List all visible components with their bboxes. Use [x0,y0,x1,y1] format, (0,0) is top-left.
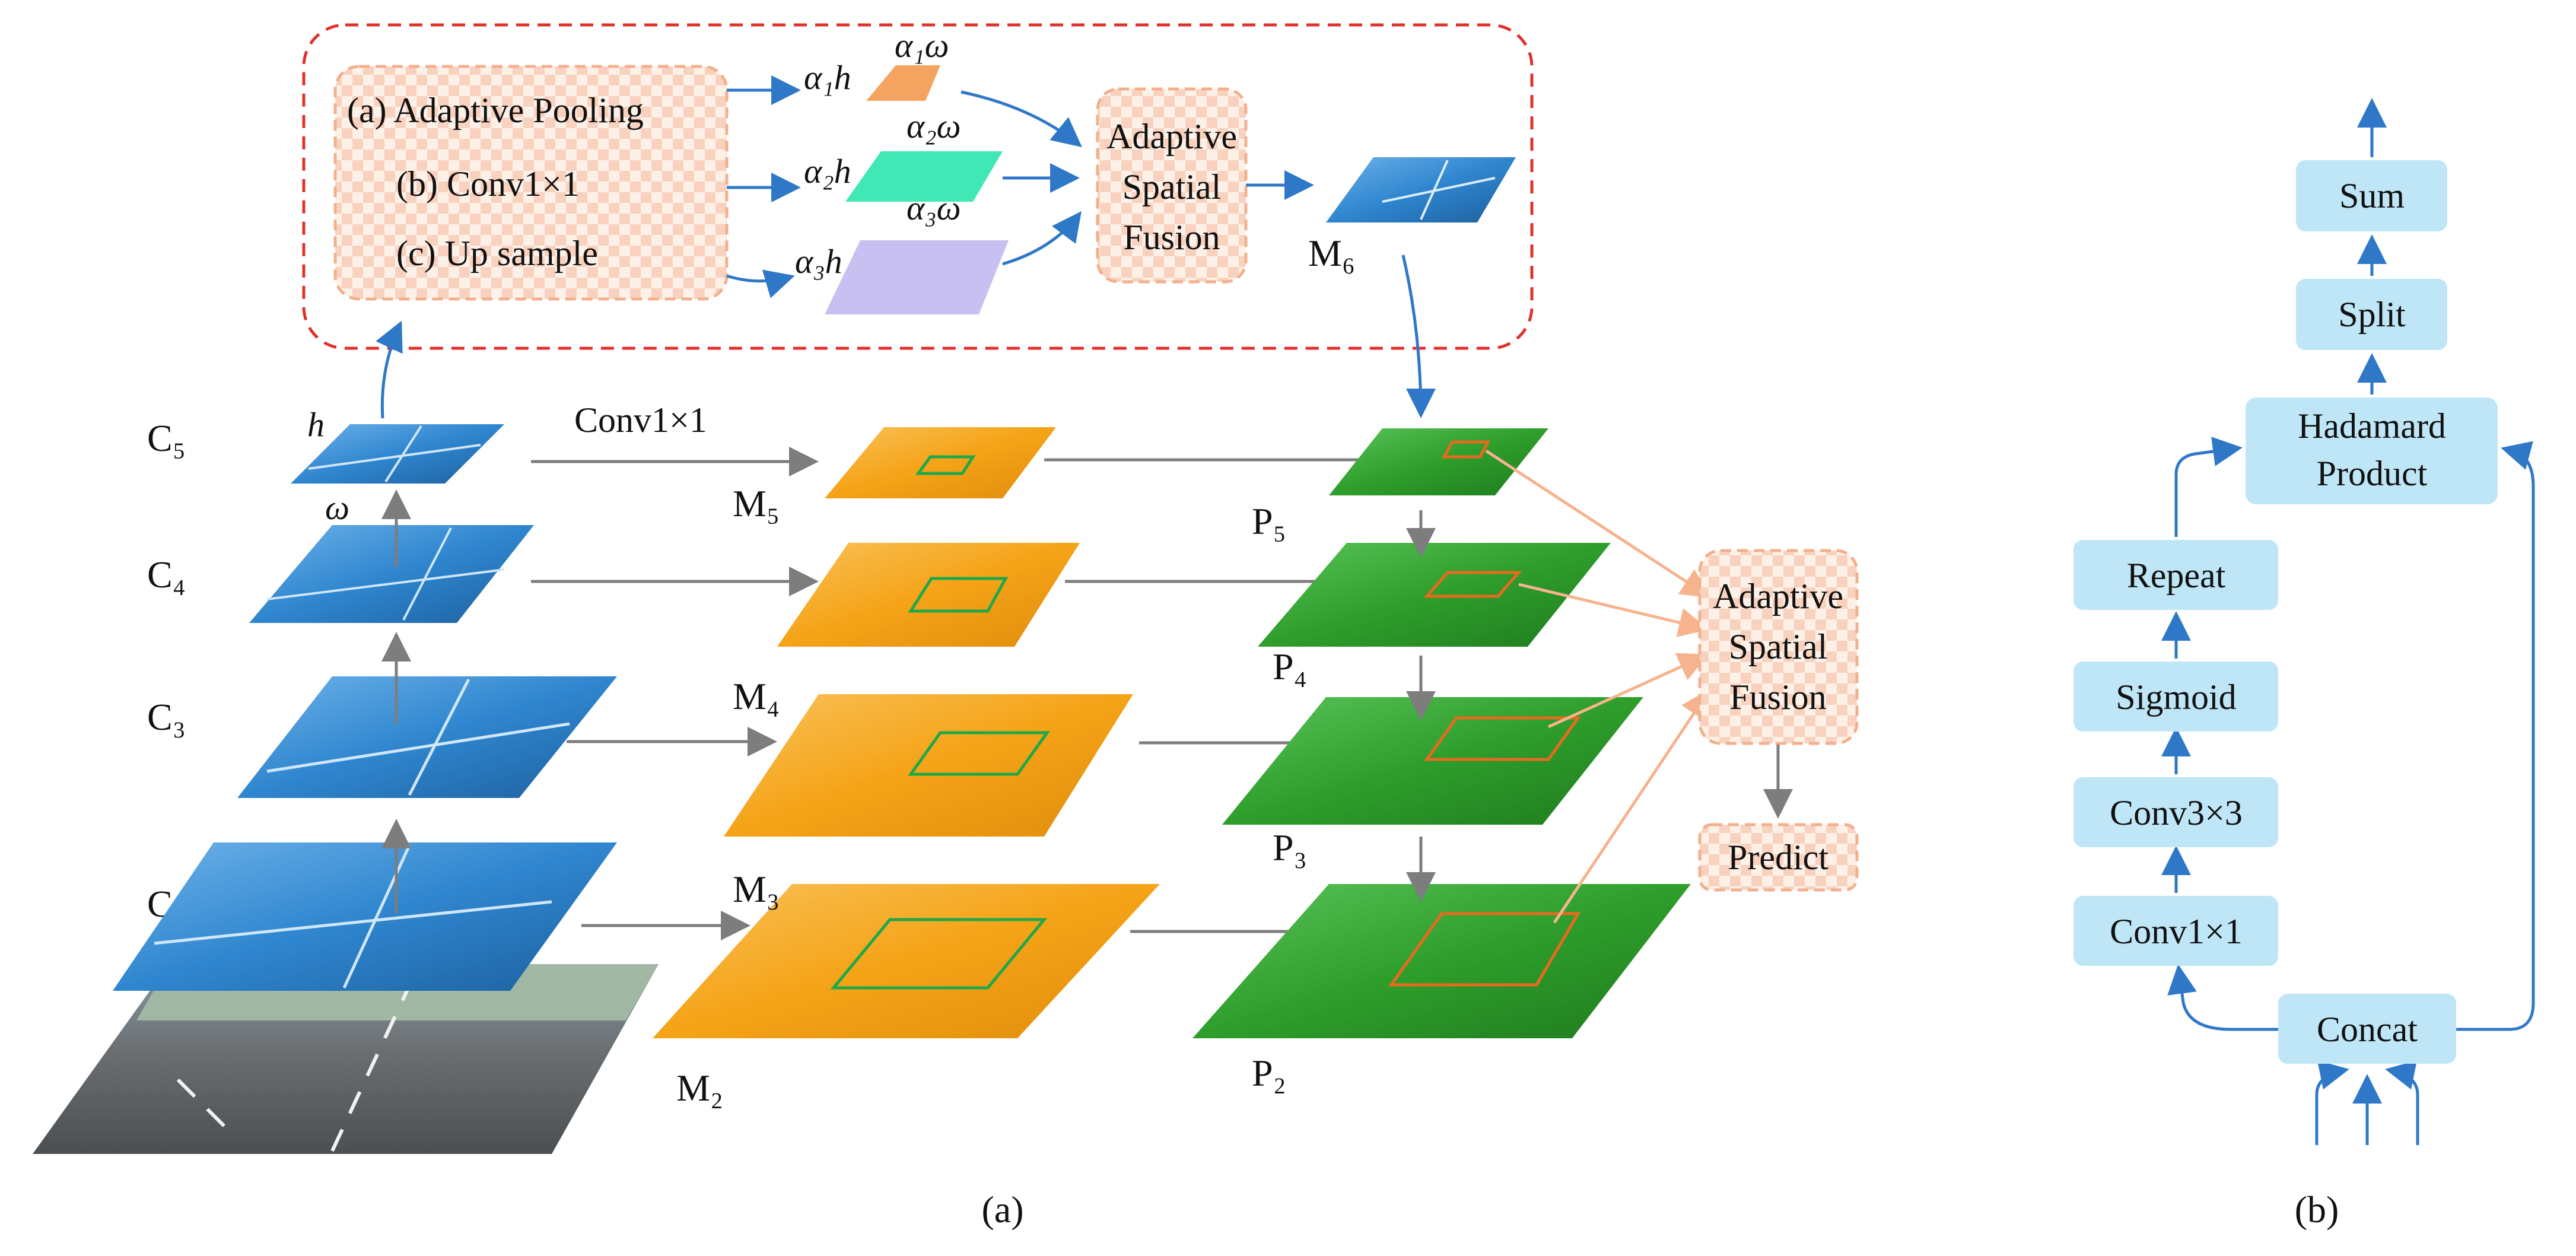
c3-label: C₃ [147,696,186,738]
final-asf-line2: Spatial [1729,627,1828,666]
m3-region [908,731,1050,776]
operations-box [333,65,729,301]
b-split-label: Split [2338,295,2406,334]
op-up-sample: (c) Up sample [396,234,598,273]
branch3-arrow [726,269,795,298]
lateral-conv-label: Conv1×1 [574,400,707,440]
b-conv3-label: Conv3×3 [2110,793,2243,832]
c5-w-label: ω [325,488,349,527]
b-conv1-label: Conv1×1 [2110,912,2243,951]
b-repeat-to-hadamard-arrow [2174,437,2243,537]
b-input-right-arrow [2385,1060,2419,1145]
c4-label: C₄ [147,554,186,596]
branch2-h-label: α₂h [804,152,851,190]
p2-label: P₂ [1252,1052,1286,1094]
c5-feature [291,424,504,484]
p5-label: P₅ [1252,500,1286,542]
p4-to-asf-arrow [1518,583,1709,637]
c5-to-module-arrow [376,320,403,419]
c5-label: C₅ [147,417,186,459]
p5-feature [1329,428,1548,495]
c2-feature-lines [154,844,552,989]
m5-region [915,455,976,475]
b-hadamard-line1: Hadamard [2298,406,2446,446]
b-repeat-box [2073,540,2278,610]
b-sum-label: Sum [2339,176,2405,215]
m4-label: M₄ [733,675,780,717]
m3-label: M₃ [733,868,780,910]
p3-region [1424,716,1581,761]
branch1-h-label: α₁h [804,58,851,97]
c5-h-label: h [307,405,325,444]
b-concat-to-conv1-arrow [2167,964,2278,1031]
branch2-w-label: α₂ω [907,107,961,145]
b-conv1-box [2073,896,2278,966]
m2-feature [653,884,1160,1038]
p4-label: P₄ [1273,646,1307,688]
module-asf-line3: Fusion [1123,218,1220,257]
m6-feature [1326,157,1516,222]
b-sum-box [2296,160,2447,231]
m2-label: M₂ [676,1067,723,1109]
p5-region [1441,440,1491,459]
module-asf-box [1096,87,1248,284]
input-image-lane [176,972,417,1152]
b-concat-label: Concat [2317,1010,2418,1049]
c3-feature-lines [266,678,570,796]
predict-label: Predict [1728,838,1828,877]
final-asf-line1: Adaptive [1713,577,1843,616]
branch1-w-label: α₁ω [895,26,949,65]
final-asf-line3: Fusion [1729,678,1826,717]
op-adaptive-pooling: (a) Adaptive Pooling [347,91,644,130]
m6-label: M₆ [1308,232,1355,274]
op-conv1x1: (b) Conv1×1 [396,164,580,203]
b-sigmoid-box [2073,662,2278,732]
b-hadamard-line2: Product [2317,454,2428,493]
b-concat-box [2278,994,2456,1064]
c5-feature-lines [308,425,481,483]
m4-feature [777,543,1080,647]
p2-region [1388,912,1581,987]
m6-road-lines [1382,160,1496,220]
m4-region [908,577,1009,613]
b-repeat-label: Repeat [2127,556,2226,595]
p3-label: P₃ [1273,826,1307,869]
b-hadamard-box [2246,398,2498,504]
caption-b: (b) [2295,1188,2339,1230]
b-sigmoid-label: Sigmoid [2116,678,2236,717]
module-asf-line2: Spatial [1122,167,1222,206]
p4-region [1423,571,1522,598]
module-dashed-frame [302,23,1534,350]
c4-feature [249,525,534,623]
branch3-feature [825,240,1009,314]
c2-feature [113,842,617,991]
b-conv3-box [2073,777,2278,847]
m2-region [830,918,1048,990]
c4-feature-lines [266,527,505,621]
p5-to-asf-arrow [1485,449,1712,598]
predict-box [1698,823,1859,892]
branch3-to-asf-arrow [1002,211,1082,266]
module-asf-line1: Adaptive [1106,117,1237,156]
m6-to-p5-arrow [1401,255,1436,418]
final-asf-box [1698,549,1859,745]
m5-feature [825,427,1056,498]
caption-a: (a) [981,1188,1023,1230]
p2-to-asf-arrow [1553,688,1710,924]
c3-feature [237,676,617,798]
branch1-feature [866,65,940,101]
branch1-to-asf-arrow [961,90,1082,148]
branch3-h-label: α₃h [795,242,842,281]
p2-feature [1192,884,1691,1038]
m5-label: M₅ [733,482,780,524]
b-split-box [2296,279,2447,350]
b-input-left-arrow [2315,1060,2349,1145]
p3-to-asf-arrow [1547,653,1709,729]
branch2-feature [845,151,1003,202]
b-concat-to-hadamard-arrow [2456,441,2535,1031]
m3-feature [724,694,1133,837]
